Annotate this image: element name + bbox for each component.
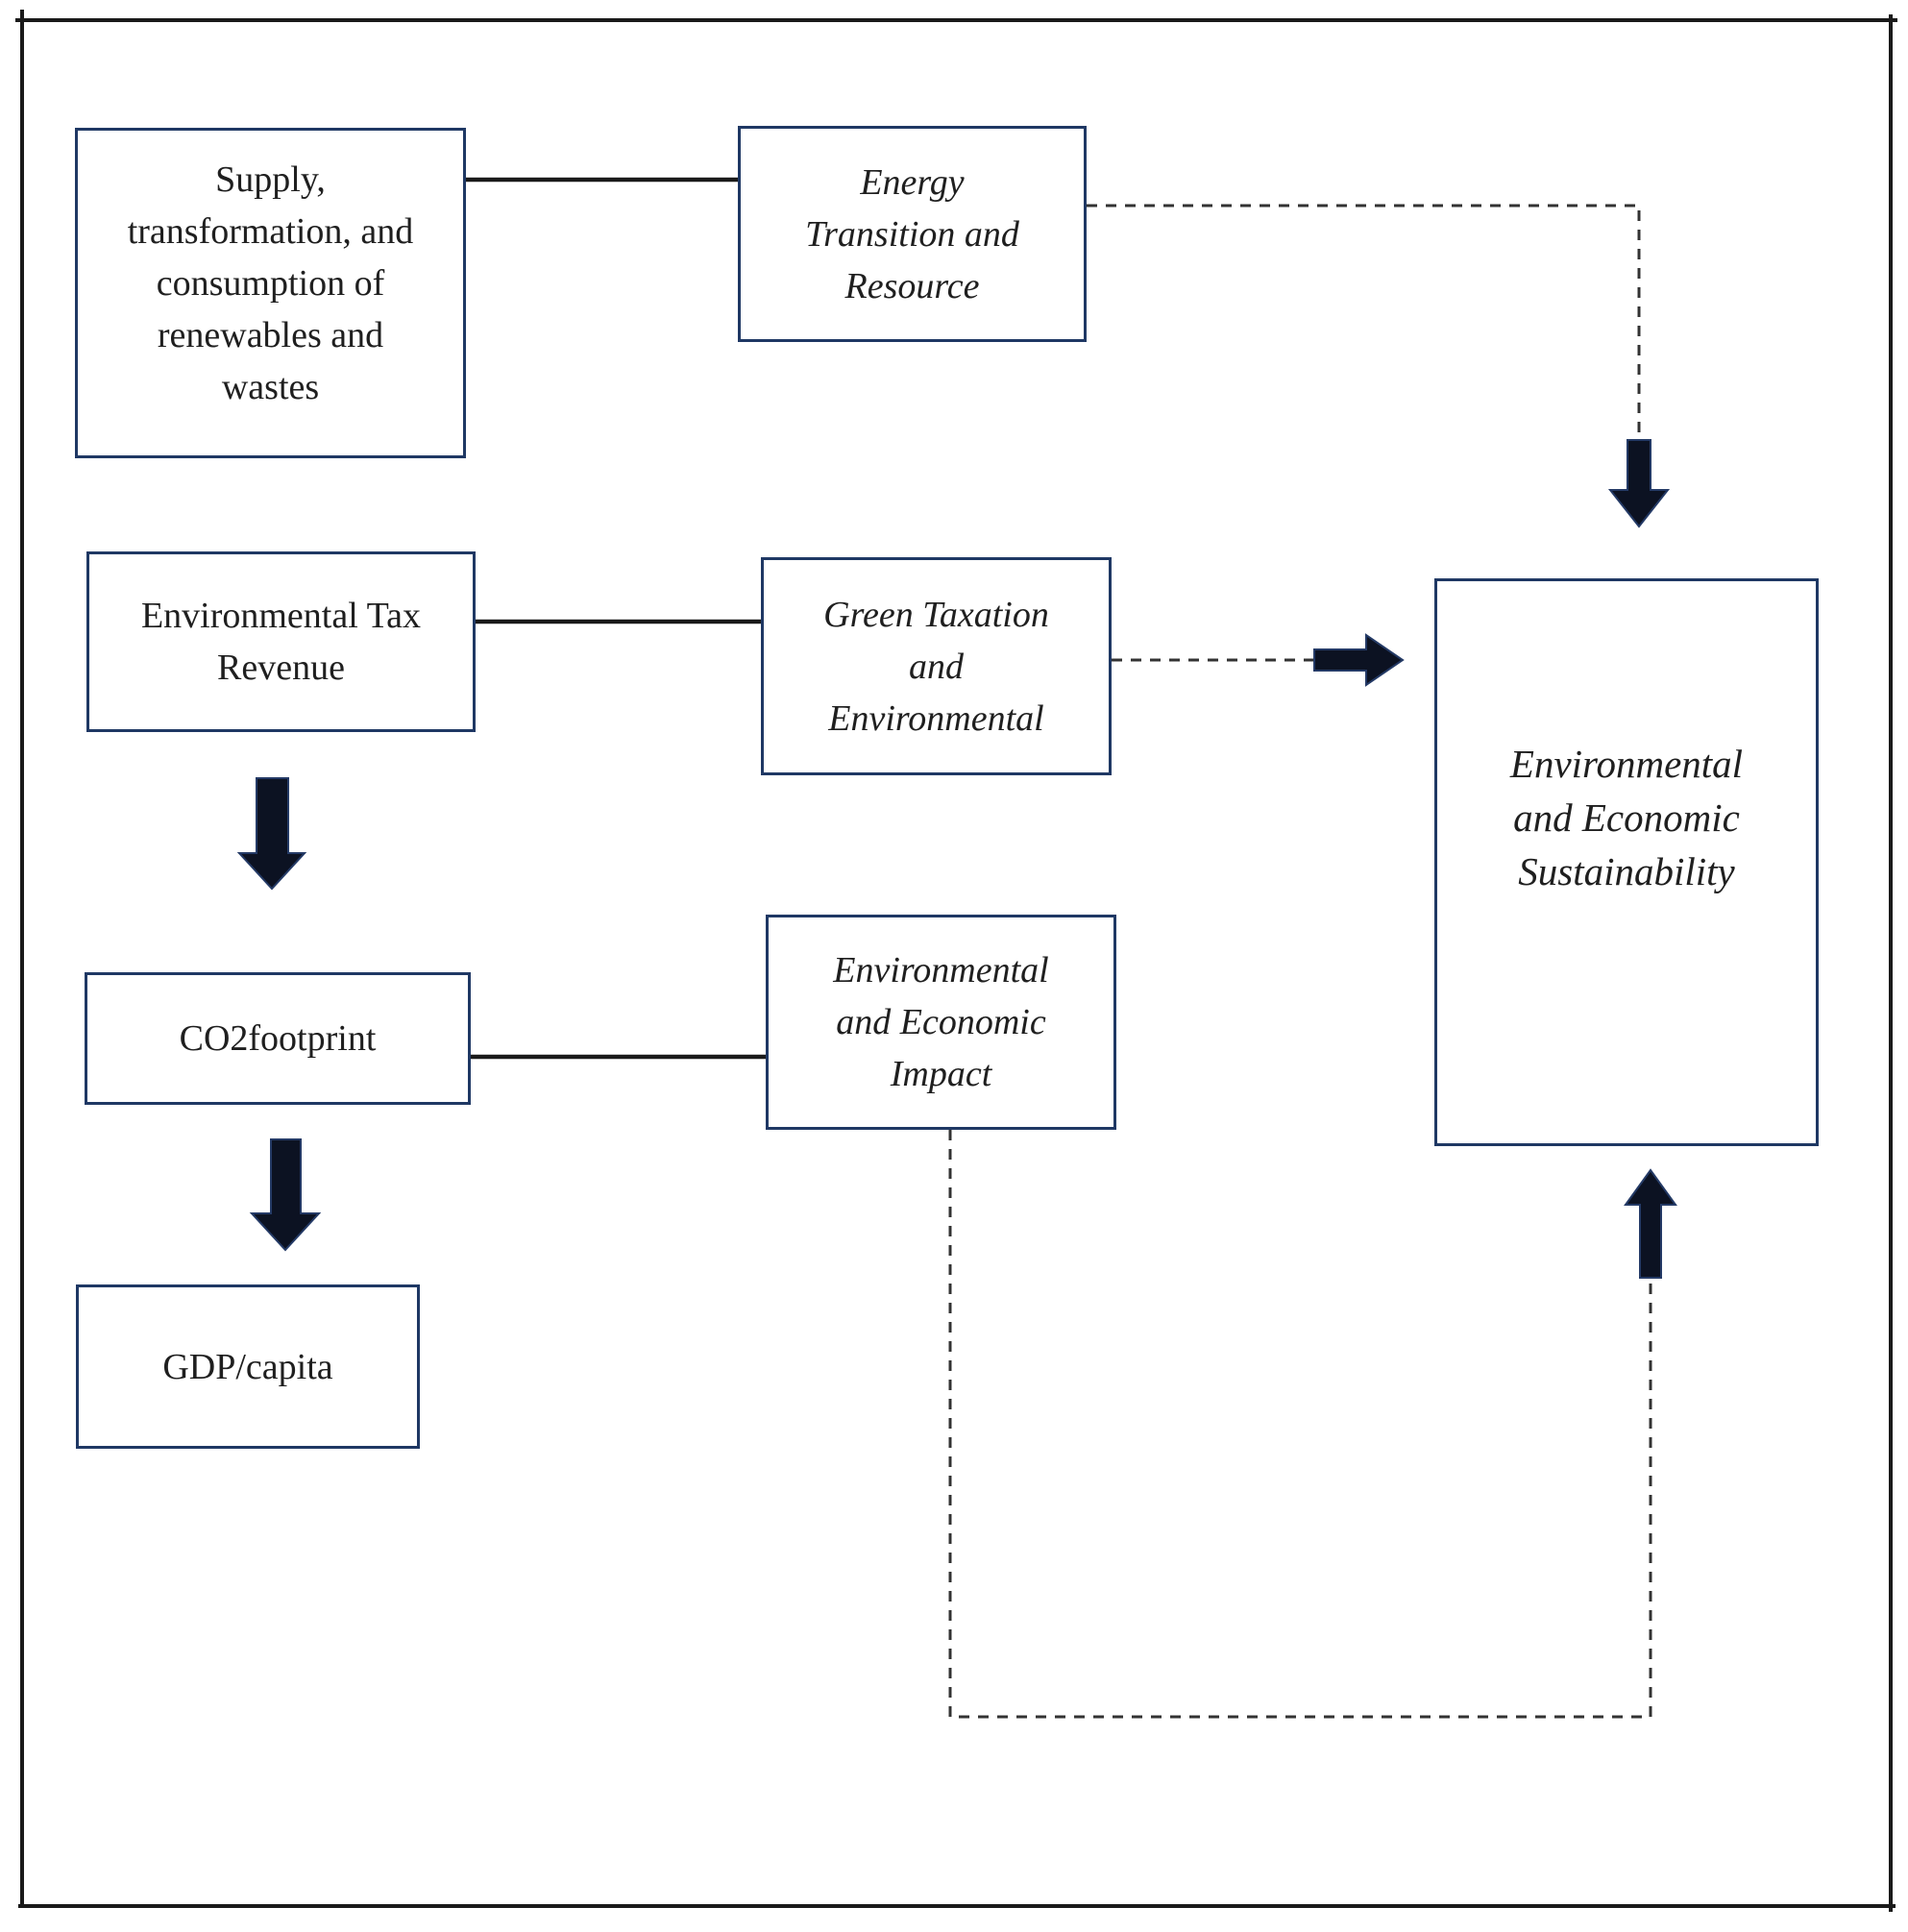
node-energy: Energy Transition and Resource [738,126,1087,342]
node-supply-label: Supply, transformation, and consumption … [128,154,414,413]
edge-impact-sustain-dashed [948,1130,1652,1719]
node-envtax: Environmental Tax Revenue [86,551,476,732]
label-line: Energy [860,161,965,203]
label-line: Environmental Tax [140,596,422,636]
label-line: and Economic [1513,795,1740,840]
arrow-energy-sustain-down [1607,439,1671,528]
arrow-envtax-co2-down [236,777,307,891]
label-line: Revenue [217,648,345,688]
arrow-co2-gdp-down [249,1138,322,1252]
arrow-impact-sustain-up [1624,1168,1677,1279]
label-line: Transition and [805,213,1019,255]
node-energy-label: Energy Transition and Resource [805,157,1019,312]
label-line: CO2footprint [179,1018,377,1059]
label-line: GDP/capita [162,1346,333,1387]
node-co2: CO2footprint [85,972,471,1105]
label-line: Impact [890,1054,992,1094]
node-supply: Supply, transformation, and consumption … [75,128,466,458]
label-line: Environmental [833,950,1049,990]
label-line: Environmental [1509,741,1744,786]
node-impact: Environmental and Economic Impact [766,915,1116,1130]
node-sustain-label: Environmental and Economic Sustainabilit… [1510,737,1743,898]
node-envtax-label: Environmental Tax Revenue [141,590,421,694]
label-line: transformation, and [127,211,414,252]
node-sustain: Environmental and Economic Sustainabilit… [1434,578,1819,1146]
label-line: renewables and [157,315,384,355]
label-line: Environmental [828,697,1044,739]
node-gdp: GDP/capita [76,1284,420,1449]
label-line: consumption of [156,263,385,304]
label-line: Green Taxation [823,594,1049,635]
node-co2-label: CO2footprint [180,1013,377,1064]
label-line: and [909,646,964,687]
label-line: and Economic [836,1002,1046,1042]
node-greentax: Green Taxation and Environmental [761,557,1112,775]
edge-energy-sustain-dashed [1087,204,1641,440]
label-line: Resource [844,265,980,306]
label-line: Supply, [215,159,326,200]
arrow-greentax-sustain-right [1313,633,1405,687]
label-line: wastes [221,367,320,407]
label-line: Sustainability [1518,848,1735,893]
node-gdp-label: GDP/capita [162,1341,332,1393]
node-impact-label: Environmental and Economic Impact [833,944,1048,1100]
node-greentax-label: Green Taxation and Environmental [823,589,1049,745]
